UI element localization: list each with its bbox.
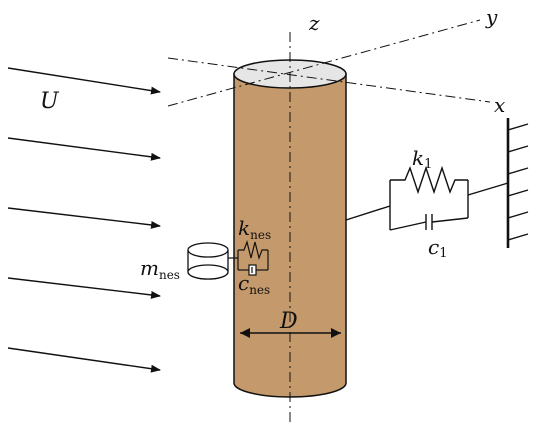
nes-mass-label: mnes: [140, 256, 180, 282]
nes-damping-label: cnes: [238, 271, 270, 297]
axis-x-label: x: [494, 93, 505, 117]
flow-arrow-icon: [7, 67, 161, 95]
main-damping-label: c1: [428, 235, 447, 261]
nes-mass: [187, 242, 229, 280]
nes-coupling: [228, 239, 269, 276]
flow-label: U: [40, 89, 60, 114]
axis-z-label: z: [308, 11, 320, 35]
flow-arrow-icon: [7, 347, 161, 373]
spring-icon: [390, 165, 468, 195]
diameter-label: D: [279, 309, 298, 334]
axis-y-label: y: [485, 5, 498, 29]
damper-icon: [238, 264, 268, 276]
x-axis: [167, 57, 491, 103]
diameter-indicator: [240, 328, 341, 338]
spring-icon: [238, 239, 268, 261]
flow-arrows: [7, 67, 161, 373]
y-axis: [167, 19, 481, 107]
ground-wall-icon: [506, 118, 529, 248]
flow-arrow-icon: [7, 277, 161, 299]
axes: [167, 19, 491, 425]
main-stiffness-label: k1: [412, 146, 432, 172]
flow-arrow-icon: [7, 137, 161, 161]
damper-icon: [389, 214, 469, 231]
nes-stiffness-label: knes: [238, 216, 271, 242]
main-support: [345, 118, 529, 248]
flow-arrow-icon: [7, 207, 161, 229]
